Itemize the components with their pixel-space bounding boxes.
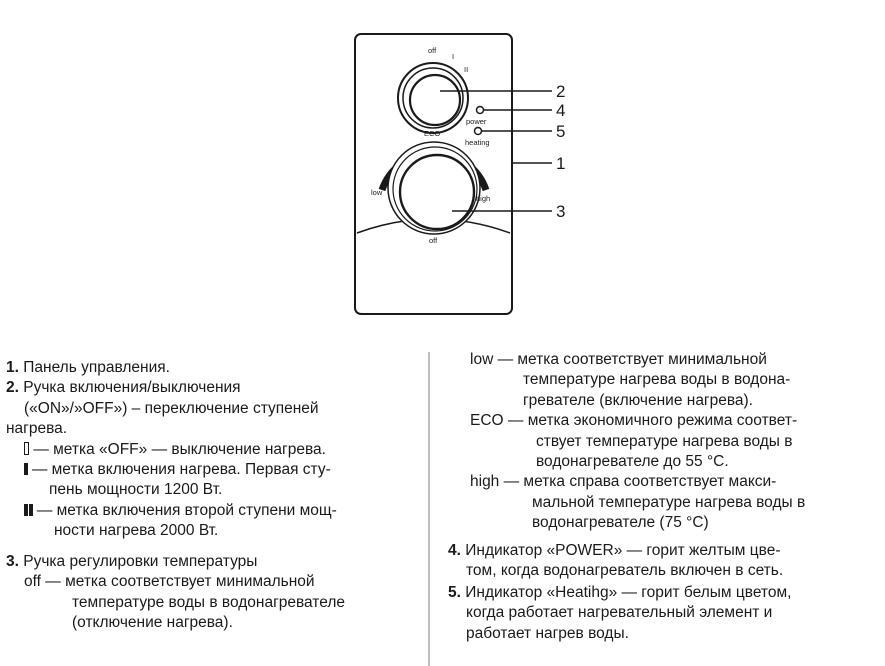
callout-5: 5 (556, 122, 565, 141)
callout-1: 1 (556, 154, 565, 173)
legend-right-column: low — метка соответствует минимальной те… (448, 350, 878, 650)
legend-item-5: 5. Индикатор «Heatihg» — горит белым цве… (448, 584, 792, 601)
heating-indicator-label: heating (465, 138, 490, 147)
legend-line: гревателе (включение нагрева). (523, 391, 753, 409)
legend-line: high — метка справа соответствует макси- (470, 473, 777, 491)
legend-line: том, когда водонагреватель включен в сет… (466, 562, 784, 580)
callout-2: 2 (556, 82, 565, 101)
switch-two-glyph-icon (24, 503, 28, 516)
switch-mark-off: off (428, 46, 437, 55)
switch-one-glyph-icon (24, 463, 28, 475)
callout-3: 3 (556, 202, 565, 221)
column-divider (428, 352, 430, 666)
legend-line: ECO — метка экономичного режима соответ- (470, 412, 798, 430)
thermo-mark-off: off (429, 236, 438, 245)
legend-item-3: 3. Ручка регулировки температуры (6, 553, 258, 570)
legend-item-2: 2. Ручка включения/выключения (6, 379, 241, 397)
switch-mark-off-desc: — метка «OFF» — выключение нагрева. (24, 440, 326, 460)
legend-line: (отключение нагрева). (72, 614, 233, 632)
switch-mark-two-desc: — метка включения второй ступени мощ- (24, 501, 337, 521)
control-panel-diagram: off I II power heating ECO low high off … (354, 33, 565, 315)
power-indicator-label: power (466, 117, 487, 126)
thermo-mark-eco: ECO (424, 129, 440, 138)
legend-line: off — метка соответствует минимальной (24, 573, 315, 591)
legend-line: нагрева. (6, 420, 68, 438)
legend-line: температуре нагрева воды в водона- (523, 371, 791, 389)
legend-item-1: 1. Панель управления. (6, 359, 170, 376)
legend-line: когда работает нагревательный элемент и (466, 604, 773, 622)
heating-indicator (473, 126, 483, 136)
thermo-mark-high: high (476, 194, 490, 203)
legend-line: водонагревателе (75 °С) (532, 514, 709, 532)
legend-line: low — метка соответствует минимальной (470, 351, 767, 368)
legend-line: ствует температуре нагрева воды в (536, 432, 793, 450)
power-switch-knob[interactable] (397, 62, 469, 134)
switch-off-glyph-icon (24, 441, 29, 455)
switch-mark-one-desc: — метка включения нагрева. Первая сту- (24, 460, 331, 480)
legend-line: ности нагрева 2000 Вт. (54, 522, 219, 540)
thermostat-knob[interactable] (387, 141, 481, 235)
legend-item-4: 4. Индикатор «POWER» — горит желтым цве- (448, 542, 781, 559)
legend-left-column: 1. Панель управления. 2. Ручка включения… (6, 358, 421, 638)
legend-line: работает нагрев воды. (466, 624, 629, 642)
thermo-mark-low: low (371, 188, 383, 197)
legend-line: мальной температуре нагрева воды в (532, 493, 806, 511)
legend-line: водонагревателе до 55 °С. (536, 453, 729, 470)
switch-mark-one: I (452, 52, 454, 61)
power-indicator (475, 105, 485, 115)
switch-mark-two: II (464, 65, 468, 74)
callout-4: 4 (556, 101, 565, 120)
legend-line: температуре воды в водонагревателе (72, 593, 345, 611)
legend-line: («ON»/»OFF») – переключение ступеней (24, 399, 319, 417)
legend-line: пень мощности 1200 Вт. (49, 481, 223, 499)
